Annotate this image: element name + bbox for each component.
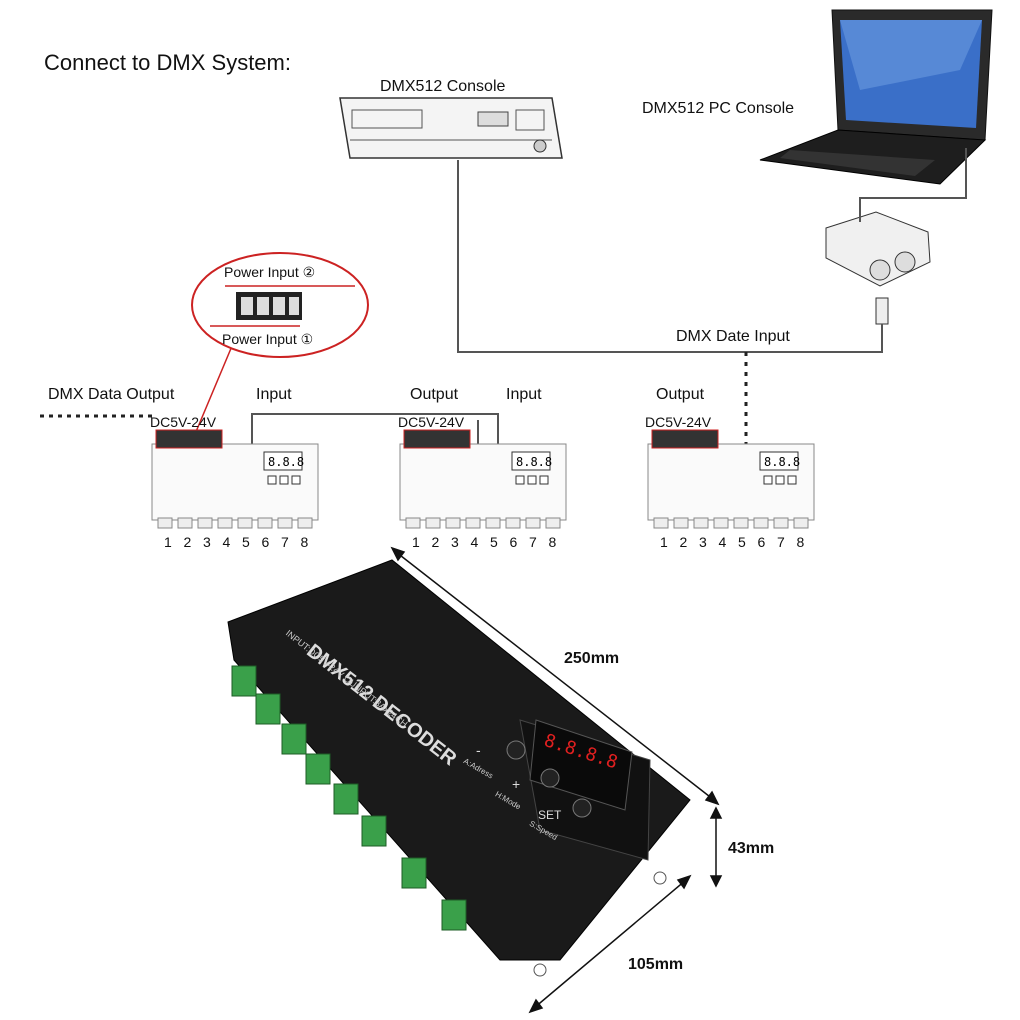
channel-number: 7 [281, 534, 289, 550]
channel-terminal [217, 517, 233, 529]
channel-terminal [257, 517, 273, 529]
channel-number: 8 [796, 534, 805, 550]
decoder-power-terminal [155, 429, 223, 449]
decoder-display-text: 8.8.8 [516, 455, 552, 469]
decoder-button [763, 475, 773, 485]
set-button-symbol: SET [538, 808, 562, 822]
dmx-cables [40, 148, 967, 447]
height-dimension: 43mm [728, 840, 775, 857]
channel-terminal [277, 517, 293, 529]
dmx-console-graphic [339, 97, 563, 159]
console-label: DMX512 Console [380, 78, 506, 95]
channel-terminal [773, 517, 789, 529]
decoder-button [279, 475, 289, 485]
decoder-2-power-label: DC5V-24V [398, 414, 465, 430]
channel-number: 7 [529, 534, 537, 550]
channel-terminal [525, 517, 541, 529]
channel-terminal [177, 517, 193, 529]
power-input-1-label: Power Input ① [222, 331, 314, 347]
power-input-2-label: Power Input ② [224, 264, 316, 280]
decoder-display [759, 451, 799, 471]
channel-number: 6 [261, 534, 270, 550]
channel-number: 2 [679, 534, 688, 550]
channel-terminal [157, 517, 173, 529]
pc-console-label: DMX512 PC Console [642, 100, 795, 117]
decoder-power-terminal [651, 429, 719, 449]
power-input-callout [191, 252, 369, 358]
decoder-2-output-label: Output [410, 386, 459, 403]
decoder-display-text: 8.8.8 [268, 455, 304, 469]
channel-terminal [297, 517, 313, 529]
channel-number: 2 [431, 534, 440, 550]
decoder-3-output-label: Output [656, 386, 705, 403]
decoder-1-power-label: DC5V-24V [150, 414, 217, 430]
dmx-input-label: DMX Date Input [676, 328, 790, 345]
decoder-2-input-label: Input [506, 386, 542, 403]
minus-button-symbol: - [476, 742, 481, 758]
channel-terminal [465, 517, 481, 529]
laptop-graphic [759, 9, 993, 185]
page-title: Connect to DMX System: [44, 50, 291, 75]
decoder-3-power-label: DC5V-24V [645, 414, 712, 430]
decoder-button [291, 475, 301, 485]
channel-terminal [405, 517, 421, 529]
dimension-lines [390, 546, 723, 1014]
plus-button-symbol: + [512, 776, 521, 792]
channel-terminal [733, 517, 749, 529]
channel-number: 8 [548, 534, 557, 550]
channel-number: 5 [738, 534, 746, 550]
channel-terminal [505, 517, 521, 529]
decoder-button [539, 475, 549, 485]
channel-terminal [653, 517, 669, 529]
channel-number: 7 [777, 534, 785, 550]
channel-number: 4 [222, 534, 231, 550]
channel-terminal [445, 517, 461, 529]
channel-number: 5 [490, 534, 498, 550]
channel-number: 1 [412, 534, 420, 550]
decoder-display [511, 451, 551, 471]
product-photo [227, 559, 691, 977]
channel-terminal [713, 517, 729, 529]
channel-terminal [793, 517, 809, 529]
channel-number: 2 [183, 534, 192, 550]
channel-number: 3 [699, 534, 707, 550]
channel-number: 1 [164, 534, 172, 550]
channel-number: 1 [660, 534, 668, 550]
channel-terminal [485, 517, 501, 529]
width-dimension: 105mm [628, 956, 684, 973]
channel-number: 4 [470, 534, 479, 550]
dmx-output-label: DMX Data Output [48, 386, 175, 403]
decoder-1-input-label: Input [256, 386, 292, 403]
channel-number: 3 [203, 534, 211, 550]
channel-terminal [237, 517, 253, 529]
channel-terminal [753, 517, 769, 529]
decoder-boxes: 8.8.8 8.8.8 8.8.8 [151, 429, 815, 529]
decoder-button [267, 475, 277, 485]
channel-terminal [197, 517, 213, 529]
usb-dmx-converter-graphic [825, 211, 931, 325]
decoder-display-text: 8.8.8 [764, 455, 800, 469]
channel-number: 3 [451, 534, 459, 550]
channel-number: 4 [718, 534, 727, 550]
channel-number: 5 [242, 534, 250, 550]
channel-terminal [425, 517, 441, 529]
decoder-power-terminal [403, 429, 471, 449]
channel-terminal [673, 517, 689, 529]
length-dimension: 250mm [564, 650, 620, 667]
channel-terminal [693, 517, 709, 529]
decoder-display [263, 451, 303, 471]
channel-terminal [545, 517, 561, 529]
decoder-button [775, 475, 785, 485]
channel-number: 6 [757, 534, 766, 550]
decoder-button [527, 475, 537, 485]
channel-number: 6 [509, 534, 518, 550]
decoder-button [787, 475, 797, 485]
decoder-button [515, 475, 525, 485]
channel-number: 8 [300, 534, 309, 550]
